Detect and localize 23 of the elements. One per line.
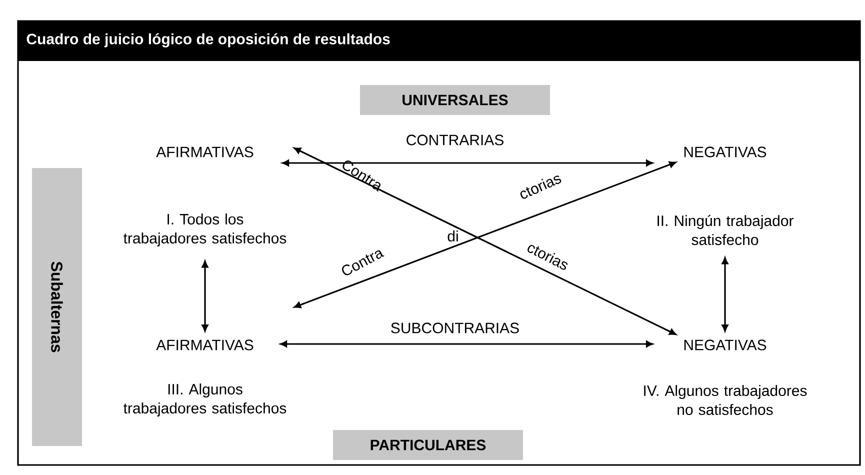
arrow (294, 147, 676, 336)
edge-label: SUBCONTRARIAS (391, 322, 519, 334)
heading-band: PARTICULARES (333, 430, 523, 460)
category-label: AFIRMATIVAS (156, 340, 254, 350)
arrow (722, 257, 728, 332)
category-label: NEGATIVAS (684, 340, 766, 350)
diagonal-text: ctorias (520, 176, 562, 199)
diagonal-text: di (446, 230, 460, 242)
category-label: AFIRMATIVAS (156, 146, 254, 158)
side-band: Subalternas (32, 168, 82, 446)
statement-text: I. Todos los trabajadores satisfechos (124, 214, 286, 246)
arrow (280, 340, 653, 348)
statement-text: II. Ningún trabajador satisfecho (658, 214, 794, 246)
category-label: NEGATIVAS (684, 146, 766, 158)
title-bar: Cuadro de juicio lógico de oposición de resultados (18, 21, 860, 61)
arrow (294, 161, 676, 308)
statement-text: III. Algunos trabajadores satisfechos (124, 384, 286, 416)
edge-label: CONTRARIAS (406, 134, 504, 146)
arrow (202, 260, 208, 332)
statement-text: IV. Algunos trabajadores no satisfechos (644, 385, 807, 415)
arrow (282, 160, 653, 166)
diagonal-text: ctorias (528, 244, 568, 270)
heading-band: UNIVERSALES (360, 85, 550, 115)
